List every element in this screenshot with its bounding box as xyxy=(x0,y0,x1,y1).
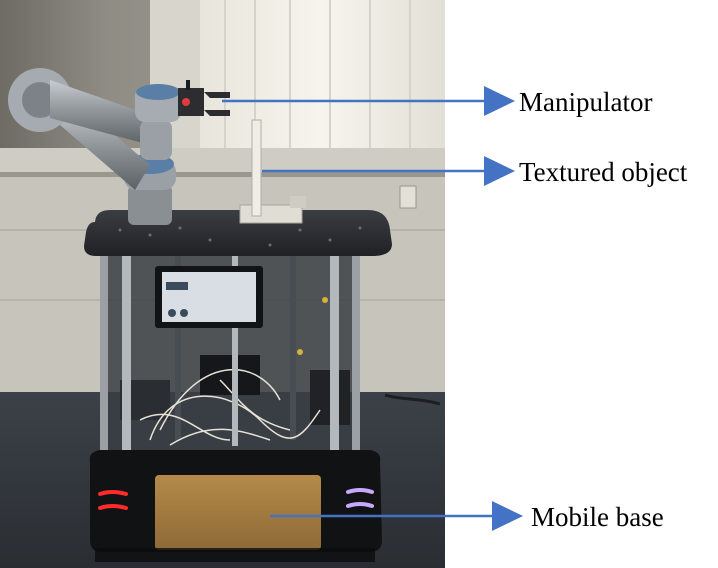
arrow-manipulator xyxy=(222,86,515,116)
wiring xyxy=(139,369,321,446)
arrow-textured-object xyxy=(262,156,515,186)
led-right xyxy=(346,488,374,508)
base-front-panel xyxy=(155,475,321,550)
arrow-mobile-base xyxy=(270,501,523,531)
label-manipulator: Manipulator xyxy=(519,87,652,117)
label-textured-object: Textured object xyxy=(519,157,688,187)
robot-photo xyxy=(0,0,445,568)
label-mobile-base: Mobile base xyxy=(531,502,664,532)
manipulator-arm xyxy=(8,68,230,225)
curtain xyxy=(200,0,445,148)
window-sill xyxy=(0,148,445,174)
textured-object xyxy=(239,119,306,224)
curtain-folds xyxy=(224,0,411,148)
led-left xyxy=(98,490,128,510)
